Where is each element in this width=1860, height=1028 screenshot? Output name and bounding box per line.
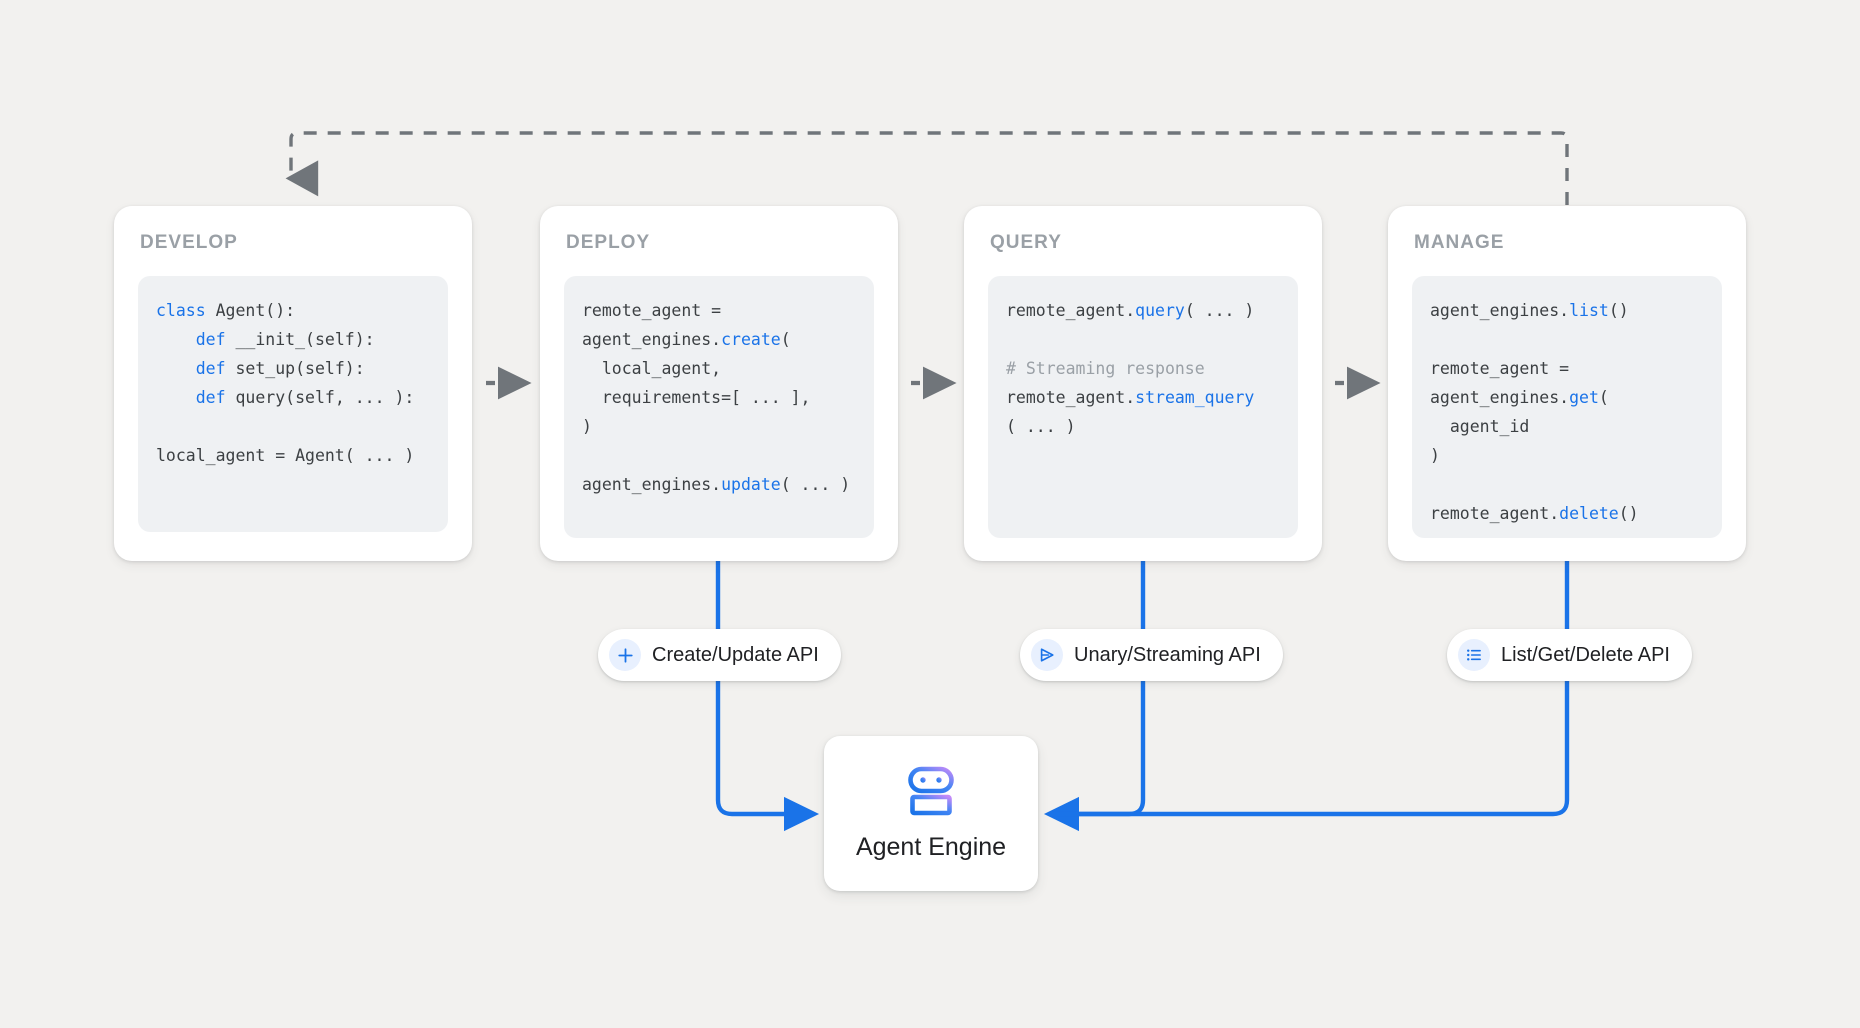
api-pill-unary-streaming[interactable]: Unary/Streaming API [1020,629,1283,681]
card-title-develop: DEVELOP [140,232,238,253]
api-pill-label: List/Get/Delete API [1501,644,1670,666]
api-pill-create-update[interactable]: Create/Update API [598,629,841,681]
robot-icon [901,766,961,823]
code-block-deploy: remote_agent = agent_engines.create( loc… [564,276,874,538]
stage-card-develop[interactable]: DEVELOP class Agent(): def __init_(self)… [114,206,472,561]
plus-icon [609,639,641,671]
wire-query-to-engine [1043,558,1146,832]
agent-engine-node[interactable]: Agent Engine [824,736,1038,891]
code-block-develop: class Agent(): def __init_(self): def se… [138,276,448,532]
agent-engine-label: Agent Engine [855,832,1007,861]
api-pill-list-get-delete[interactable]: List/Get/Delete API [1447,629,1692,681]
api-pill-label: Create/Update API [652,644,819,666]
card-title-deploy: DEPLOY [566,232,651,253]
code-block-query: remote_agent.query( ... ) # Streaming re… [988,276,1298,538]
stage-card-query[interactable]: QUERY remote_agent.query( ... ) # Stream… [964,206,1322,561]
feedback-loop-connector [285,131,1569,205]
api-pill-label: Unary/Streaming API [1074,644,1261,666]
card-title-query: QUERY [990,232,1062,253]
card-title-manage: MANAGE [1414,232,1505,253]
wire-deploy-to-engine [715,558,820,832]
stage-card-deploy[interactable]: DEPLOY remote_agent = agent_engines.crea… [540,206,898,561]
send-triangle-icon [1031,639,1063,671]
stage-card-manage[interactable]: MANAGE agent_engines.list() remote_agent… [1388,206,1746,561]
code-block-manage: agent_engines.list() remote_agent = agen… [1412,276,1722,538]
wire-manage-to-engine [1048,558,1570,817]
list-icon [1458,639,1490,671]
